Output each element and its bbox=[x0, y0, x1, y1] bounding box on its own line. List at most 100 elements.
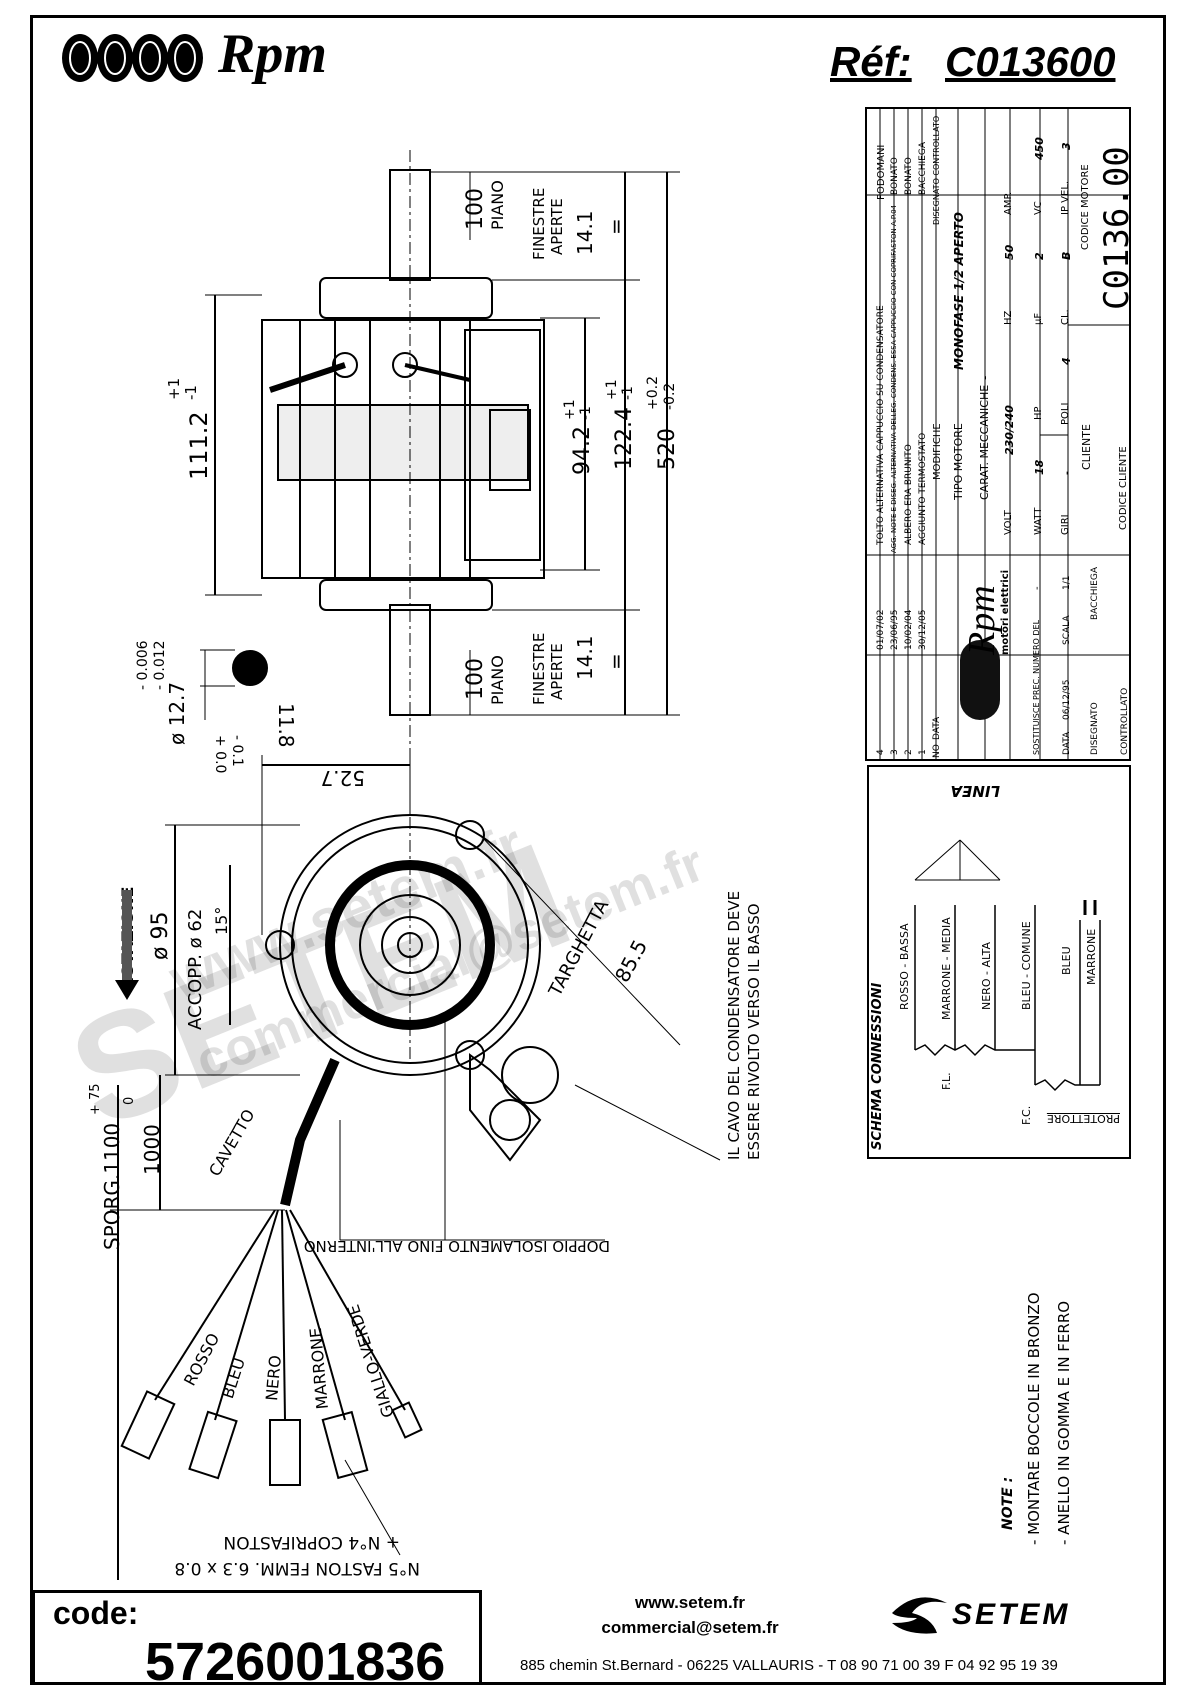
dim-shaft-tol-b: - 0.012 bbox=[152, 640, 168, 690]
rev-4-date: 01/07/02 bbox=[876, 609, 886, 650]
company-address: 885 chemin St.Bernard - 06225 VALLAURIS … bbox=[520, 1657, 1058, 1674]
label-piano-bottom: PIANO bbox=[488, 655, 507, 705]
rev-header-no: NO bbox=[932, 744, 942, 758]
website-link[interactable]: www.setem.fr bbox=[635, 1593, 745, 1612]
schema-wire-marrone-2: MARRONE bbox=[1085, 928, 1098, 985]
shaft-top bbox=[389, 169, 431, 281]
scala-value: 1/1 bbox=[1062, 575, 1072, 590]
drawing-frame bbox=[30, 15, 1166, 1685]
dim-angle: 15° bbox=[212, 906, 231, 935]
wiring-schema bbox=[867, 765, 1131, 1159]
label-piano-top: PIANO bbox=[488, 180, 507, 230]
cliente-label: CLIENTE bbox=[1080, 424, 1093, 470]
schema-linea: LINEA bbox=[950, 782, 1000, 800]
code-value: 5726001836 bbox=[145, 1632, 446, 1692]
amp-label: AMP. bbox=[1003, 191, 1014, 215]
carat-value: - bbox=[978, 375, 992, 380]
dim-sporg: SPORG.1100 bbox=[100, 1122, 124, 1250]
note-cavo-2: ESSERE RIVOLTO VERSO IL BASSO bbox=[745, 903, 763, 1160]
hp-value: - bbox=[1033, 361, 1046, 365]
hz-label: HZ bbox=[1003, 310, 1014, 325]
rev-header-by: DISEGNATO CONTROLLATO bbox=[932, 115, 941, 225]
code-box: code: 5726001836 bbox=[32, 1590, 482, 1692]
schema-fc: F.C. bbox=[1020, 1105, 1033, 1125]
schema-protettore: PROTETTORE bbox=[1046, 1112, 1120, 1125]
label-finestre-top: FINESTRE bbox=[530, 187, 548, 260]
dim-122-tol-plus: +1 bbox=[604, 379, 620, 400]
tipo-motore-label: TIPO MOTORE bbox=[952, 423, 965, 500]
data-value: 06/12/95 bbox=[1062, 679, 1072, 720]
code-label: code: bbox=[53, 1595, 139, 1631]
codice-motore-value: C0136.00 bbox=[1097, 146, 1137, 310]
dim-520-tol-plus: +0.2 bbox=[645, 376, 661, 410]
rev-1-by: BACCHIEGA bbox=[918, 142, 928, 195]
title-block-logo-text: Rpm bbox=[961, 585, 1003, 655]
coil-logo-icon bbox=[62, 34, 203, 82]
cl-label: CL. bbox=[1060, 309, 1071, 325]
codice-cliente-label: CODICE CLIENTE bbox=[1118, 446, 1129, 530]
note-cavo-1: IL CAVO DEL CONDENSATORE DEVE bbox=[725, 890, 743, 1160]
email-link[interactable]: commercial@setem.fr bbox=[601, 1618, 779, 1637]
hz-value: 50 bbox=[1003, 244, 1016, 260]
uf-value: 2 bbox=[1033, 252, 1046, 260]
setem-brand: SETEM bbox=[952, 1598, 1071, 1631]
reference-label: Réf: bbox=[830, 38, 912, 85]
rev-4-by: PODOMANI bbox=[876, 144, 887, 200]
rev-3-by: BONATO bbox=[890, 157, 900, 195]
cl-value: B bbox=[1060, 251, 1073, 260]
ip-label: IP VEL. bbox=[1060, 180, 1071, 215]
volt-value: 230/240 bbox=[1003, 405, 1016, 455]
note-faston: N°5 FASTON FEMM. 6.3 x 0.8 bbox=[174, 1558, 420, 1578]
dim-shaft-top: 100 bbox=[463, 188, 488, 230]
schema-wire-bleu: BLEU bbox=[1060, 946, 1073, 975]
dim-sporg-tol-plus: + 75 bbox=[88, 1083, 103, 1115]
disegnato-value: BACCHIEGA bbox=[1090, 567, 1100, 620]
dim-shaft-tol-a: - 0.006 bbox=[135, 640, 151, 690]
rev-2-by: BONATO bbox=[904, 157, 914, 195]
rev-4-text: TOLTO ALTERNATIVA CAPPUCCIO SU CONDENSAT… bbox=[876, 305, 886, 545]
poli-value: 4 bbox=[1060, 357, 1073, 365]
volt-label: VOLT bbox=[1003, 510, 1014, 535]
brand-name: Rpm bbox=[218, 23, 327, 85]
dim-111: 111.2 bbox=[185, 411, 213, 480]
hp-label: HP bbox=[1033, 406, 1044, 420]
sostituisce-value: - bbox=[1032, 586, 1043, 590]
tipo-motore-value: MONOFASE 1/2 APERTO bbox=[952, 212, 966, 370]
note-doppio-isolamento: DOPPIO ISOLAMENTO FINO ALL'INTERNO bbox=[303, 1237, 610, 1255]
motor-body bbox=[261, 319, 545, 579]
schema-wire-bleu-comune: BLEU - COMUNE bbox=[1020, 921, 1033, 1010]
schema-wire-nero: NERO - ALTA bbox=[980, 942, 993, 1010]
label-aperte-top: APERTE bbox=[548, 198, 566, 255]
dim-122: 122.4 bbox=[612, 407, 637, 470]
rev-2-no: 2 bbox=[904, 749, 914, 755]
rev-3-date: 23/06/95 bbox=[890, 609, 900, 650]
capacitor-side bbox=[464, 329, 541, 561]
poli-label: POLI bbox=[1060, 402, 1071, 425]
rev-header-text: MODIFICHE bbox=[932, 423, 943, 480]
dim-122-tol-minus: -1 bbox=[620, 386, 636, 400]
wire-label-nero: NERO bbox=[262, 1354, 285, 1402]
rotation-arrow-icon bbox=[115, 890, 139, 1005]
dim-shaft-bottom: 100 bbox=[463, 658, 488, 700]
dim-14-top: 14.1 bbox=[573, 210, 597, 255]
disegnato-label: DISEGNATO bbox=[1090, 702, 1100, 755]
giri-value: - bbox=[1060, 471, 1073, 475]
dim-1000: 1000 bbox=[140, 1124, 164, 1175]
dim-flat-tol-a: - 0.1 bbox=[229, 735, 245, 767]
vc-value: 450 bbox=[1033, 137, 1046, 160]
controllato-label: CONTROLLATO bbox=[1120, 687, 1130, 755]
schema-fl: F.L. bbox=[940, 1072, 953, 1090]
dim-94-tol-plus: +1 bbox=[562, 399, 578, 420]
dim-94: 94.2 bbox=[570, 426, 595, 475]
notes-line-1: - MONTARE BOCCOLE IN BRONZO bbox=[1025, 1292, 1043, 1545]
data-label: DATA bbox=[1062, 731, 1072, 755]
watt-label: WATT bbox=[1033, 507, 1044, 535]
dim-111-tol-plus: +1 bbox=[165, 377, 183, 400]
dim-520: 520 bbox=[655, 428, 680, 470]
rev-3-no: 3 bbox=[890, 749, 900, 755]
carat-label: CARAT. MECCANICHE bbox=[978, 384, 991, 500]
dim-95: ø 95 bbox=[148, 911, 173, 960]
rev-header-date: DATA bbox=[932, 716, 942, 740]
ip-value: 3 bbox=[1060, 142, 1073, 150]
rev-1-no: 1 bbox=[918, 749, 928, 755]
